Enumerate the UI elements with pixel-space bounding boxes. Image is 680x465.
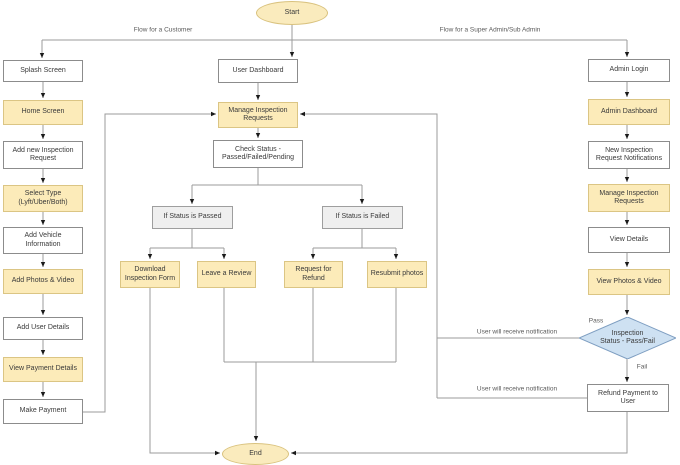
edge-label-notify-pass: User will receive notification xyxy=(474,328,560,336)
node-select-type[interactable]: Select Type (Lyft/Uber/Both) xyxy=(3,185,83,212)
node-admin-dashboard[interactable]: Admin Dashboard xyxy=(588,99,670,125)
edge-label-flow-customer: Flow for a Customer xyxy=(131,26,195,34)
node-manage-requests-admin[interactable]: Manage Inspection Requests xyxy=(588,184,670,212)
node-end[interactable]: End xyxy=(222,443,289,465)
node-refund-payment[interactable]: Refund Payment to User xyxy=(587,384,669,412)
node-manage-requests[interactable]: Manage Inspection Requests xyxy=(218,102,298,128)
edge-label-fail-label: Fail xyxy=(634,363,650,371)
node-splash-screen[interactable]: Splash Screen xyxy=(3,60,83,82)
node-check-status[interactable]: Check Status - Passed/Failed/Pending xyxy=(213,140,303,168)
node-view-details[interactable]: View Details xyxy=(588,227,670,253)
node-view-photos[interactable]: View Photos & Video xyxy=(588,269,670,295)
node-download-form[interactable]: Download Inspection Form xyxy=(120,261,180,288)
node-request-refund[interactable]: Request for Refund xyxy=(284,261,343,288)
node-label: Inspection Status - Pass/Fail xyxy=(600,329,655,345)
node-home-screen[interactable]: Home Screen xyxy=(3,100,83,125)
node-view-payment[interactable]: View Payment Details xyxy=(3,357,83,382)
node-if-passed[interactable]: If Status is Passed xyxy=(152,206,233,229)
node-add-vehicle[interactable]: Add Vehicle Information xyxy=(3,227,83,254)
edge-label-notify-refund: User will receive notification xyxy=(474,385,560,393)
node-start[interactable]: Start xyxy=(256,1,328,25)
node-user-dashboard[interactable]: User Dashboard xyxy=(218,59,298,83)
node-new-notifs[interactable]: New Inspection Request Notifications xyxy=(588,141,670,169)
node-admin-login[interactable]: Admin Login xyxy=(588,59,670,82)
node-leave-review[interactable]: Leave a Review xyxy=(197,261,256,288)
node-add-user[interactable]: Add User Details xyxy=(3,317,83,340)
node-add-request[interactable]: Add new Inspection Request xyxy=(3,141,83,169)
edge-label-pass-label: Pass xyxy=(586,317,606,325)
node-add-photos[interactable]: Add Photos & Video xyxy=(3,269,83,294)
node-inspection-status[interactable]: Inspection Status - Pass/Fail xyxy=(579,317,676,359)
node-if-failed[interactable]: If Status is Failed xyxy=(322,206,403,229)
node-resubmit-photos[interactable]: Resubmit photos xyxy=(367,261,427,288)
edge-label-flow-admin: Flow for a Super Admin/Sub Admin xyxy=(437,26,543,34)
node-make-payment[interactable]: Make Payment xyxy=(3,399,83,424)
